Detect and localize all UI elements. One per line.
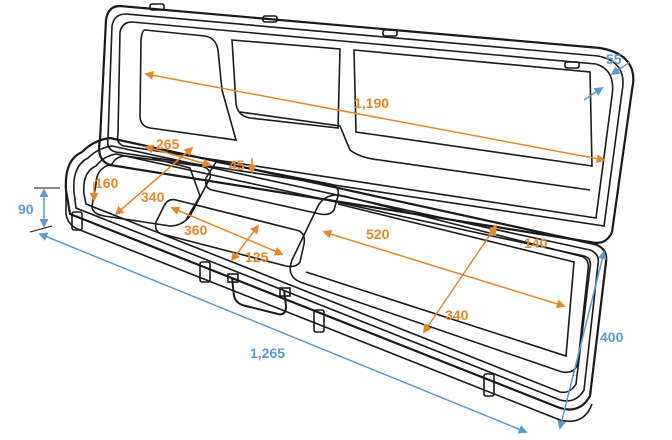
outer-dimension-lines: [29, 61, 631, 434]
compartment-2: [204, 161, 340, 216]
dim-body-length: 520: [366, 226, 390, 242]
dim-compartment1-length: 340: [141, 189, 165, 205]
dim-body-width: 340: [445, 307, 469, 323]
dim-compartment3-length: 360: [184, 222, 208, 238]
dim-lid-length: 1,190: [354, 95, 390, 111]
dim-total-length: 1,265: [250, 345, 286, 361]
dim-lid-height: 55: [606, 51, 622, 67]
dim-compartment1-width: 265: [156, 136, 180, 152]
case-lid: [98, 3, 635, 244]
dim-total-width: 400: [600, 329, 624, 345]
dim-compartment3-width: 125: [245, 249, 269, 265]
dim-compartment2-depth: 45: [229, 157, 245, 173]
dim-compartment1-depth: 160: [95, 175, 119, 191]
dim-body-depth: 140: [524, 235, 548, 251]
body-compartment: [289, 194, 590, 374]
dim-base-height: 90: [18, 201, 34, 217]
